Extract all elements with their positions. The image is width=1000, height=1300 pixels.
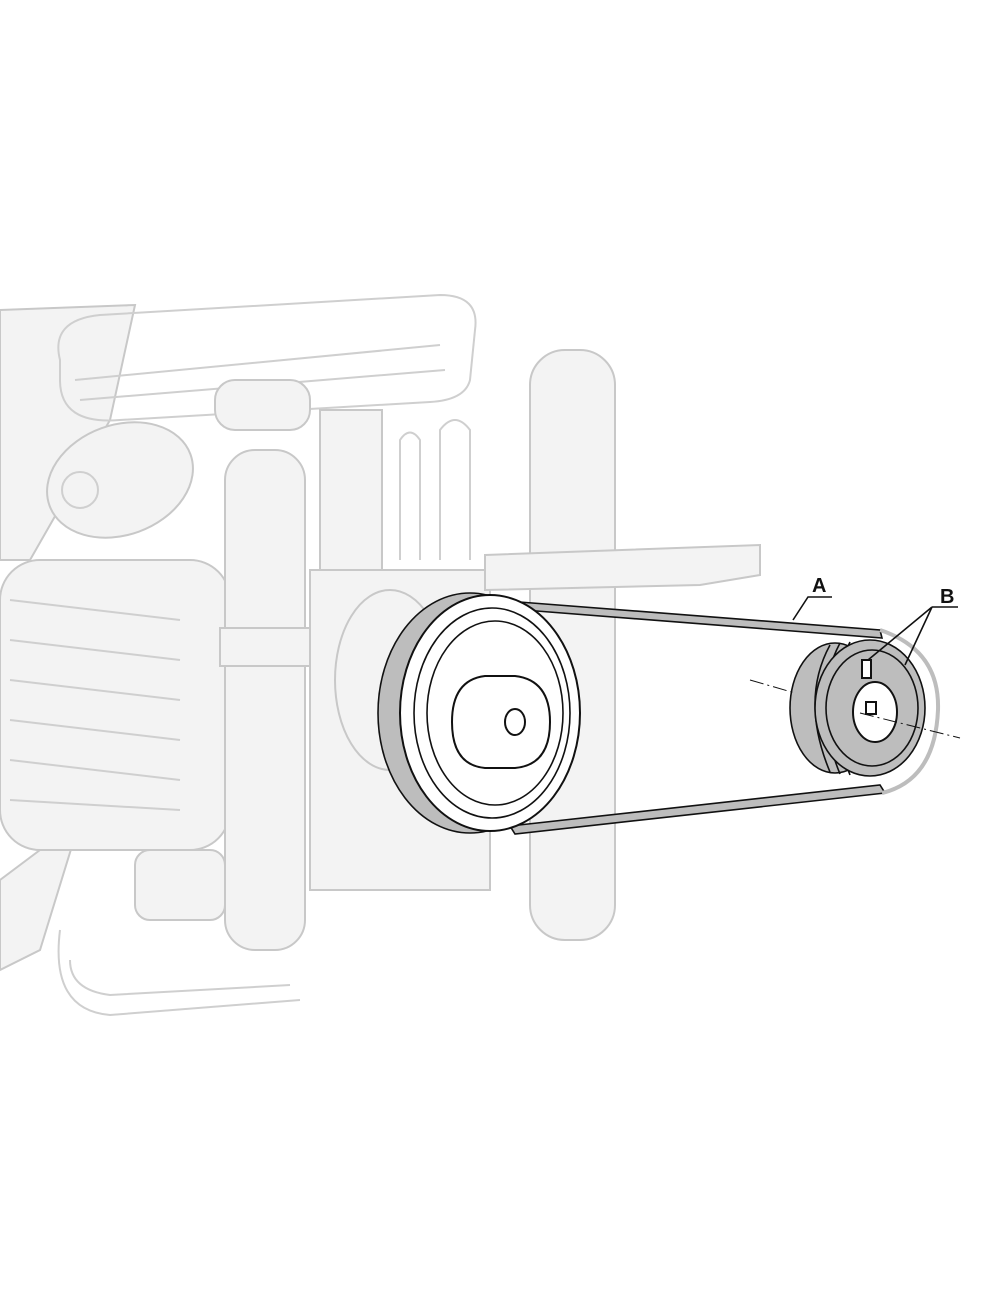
- keyway: [865, 701, 877, 715]
- axis-centerline: [749, 679, 961, 739]
- tower-clamp: [219, 627, 313, 667]
- oil-filter: [134, 849, 226, 921]
- filter-tower-left: [224, 449, 306, 951]
- compressor-background: [0, 293, 761, 1017]
- set-screw: [861, 659, 872, 679]
- pulley-hub: [450, 675, 552, 769]
- mounting-bracket: [484, 543, 761, 592]
- drive-belt: [453, 596, 941, 835]
- shaft-bore: [504, 708, 526, 736]
- frame-handle-top: [57, 293, 477, 422]
- pressure-gauge: [214, 379, 311, 431]
- callout-a: A: [792, 575, 832, 621]
- cylinder-head: [46, 421, 194, 539]
- small-pulley: [789, 639, 926, 777]
- callout-label-a: A: [812, 575, 826, 597]
- frame-handle-bottom: [57, 929, 301, 1017]
- callout-label-b: B: [940, 586, 954, 608]
- callout-b: B: [867, 586, 958, 666]
- filter-cartridge: [319, 409, 383, 571]
- large-pulley: [377, 592, 581, 834]
